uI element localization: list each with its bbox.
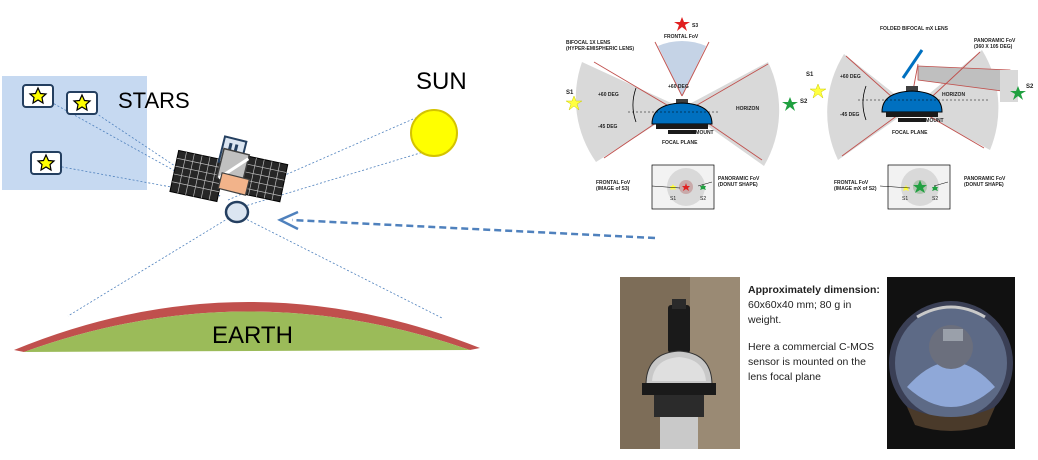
camera-photo (620, 277, 740, 449)
bifocal-image-frontal-line2: (IMAGE of S3) (596, 186, 630, 192)
folded-panoramic-line2: (360 X 105 DEG) (974, 44, 1013, 50)
earth-rim (14, 301, 480, 352)
folded-image-s1: S1 (902, 196, 909, 202)
folded-panoramic-label: PANORAMIC FoV (360 X 105 DEG) (974, 38, 1015, 50)
sun (410, 109, 458, 157)
folded-s1-label: S1 (806, 72, 814, 78)
bifocal-horizon-label: HORIZON (736, 106, 760, 112)
bifocal-frontal-fov-label: FRONTAL FoV (664, 34, 699, 40)
bifocal-panoramic-line2: (DONUT SHAPE) (718, 182, 758, 188)
bifocal-minus45-label: -45 DEG (598, 124, 618, 130)
bifocal-image-s1: S1 (670, 196, 677, 202)
bifocal-plus60-label: +60 DEG (668, 84, 689, 90)
folded-focal-plane-label: FOCAL PLANE (892, 130, 928, 136)
dimension-description: Approximately dimension: 60x60x40 mm; 80… (748, 283, 880, 397)
bifocal-image-frontal-line1: FRONTAL FoV (596, 180, 631, 186)
folded-s2-label: S2 (1026, 84, 1034, 90)
bifocal-s1-label: S1 (566, 90, 574, 96)
star-icons (22, 84, 98, 175)
bifocal-title-line1: BIFOCAL 1X LENS (566, 40, 611, 46)
stars-label: STARS (118, 88, 190, 113)
folded-plus60-label: +60 DEG (840, 74, 861, 80)
bifocal-plus60-side-label: +60 DEG (598, 92, 619, 98)
bifocal-image-s2: S2 (700, 196, 707, 202)
bifocal-focal-plane-label: FOCAL PLANE (662, 140, 698, 146)
folded-image-frontal-label: FRONTAL FoV (IMAGE mX of S2) (834, 180, 877, 192)
bifocal-lens-diagram (565, 17, 798, 210)
folded-image-panoramic-line1: PANORAMIC FoV (964, 176, 1006, 182)
bifocal-cmount-label: C-MOUNT (690, 130, 714, 136)
folded-image-s2: S2 (932, 196, 939, 202)
folded-minus45-label: -45 DEG (840, 112, 860, 118)
sight-lines (39, 95, 443, 319)
arrow-head-icon (277, 210, 299, 231)
folded-lens-diagram (809, 49, 1026, 210)
earth-label: EARTH (212, 322, 293, 349)
bifocal-image-frontal-label: FRONTAL FoV (IMAGE of S3) (596, 180, 630, 192)
bifocal-s2-label: S2 (800, 99, 808, 105)
bifocal-title-line2: (HYPER-EMISPHERIC LENS) (566, 46, 635, 52)
folded-image-panoramic-line2: (DONUT SHAPE) (964, 182, 1004, 188)
folded-image-frontal-line2: (IMAGE mX of S2) (834, 186, 877, 192)
bifocal-panoramic-label: PANORAMIC FoV (DONUT SHAPE) (718, 176, 759, 188)
bifocal-panoramic-line1: PANORAMIC FoV (718, 176, 760, 182)
dimension-size-weight: 60x60x40 mm; 80 g in weight. (748, 299, 852, 326)
folded-horizon-label: HORIZON (942, 92, 966, 98)
folded-panoramic-line1: PANORAMIC FoV (974, 38, 1016, 44)
bifocal-title: BIFOCAL 1X LENS (HYPER-EMISPHERIC LENS) (566, 40, 634, 52)
bifocal-s3-label: S3 (692, 23, 699, 29)
dimension-sensor-note: Here a commercial C-MOS sensor is mounte… (748, 341, 875, 383)
folded-image-panoramic-label: PANORAMIC FoV (DONUT SHAPE) (964, 176, 1005, 188)
folded-cmount-label: C-MOUNT (920, 118, 944, 124)
dimension-heading: Approximately dimension: (748, 284, 880, 296)
satellite (169, 135, 289, 224)
fisheye-photo (887, 277, 1015, 449)
dashed-arrow-line (291, 218, 656, 240)
folded-title: FOLDED BIFOCAL mX LENS (880, 26, 948, 32)
earth-surface (24, 311, 470, 352)
folded-image-frontal-line1: FRONTAL FoV (834, 180, 869, 186)
sun-label: SUN (416, 68, 467, 95)
